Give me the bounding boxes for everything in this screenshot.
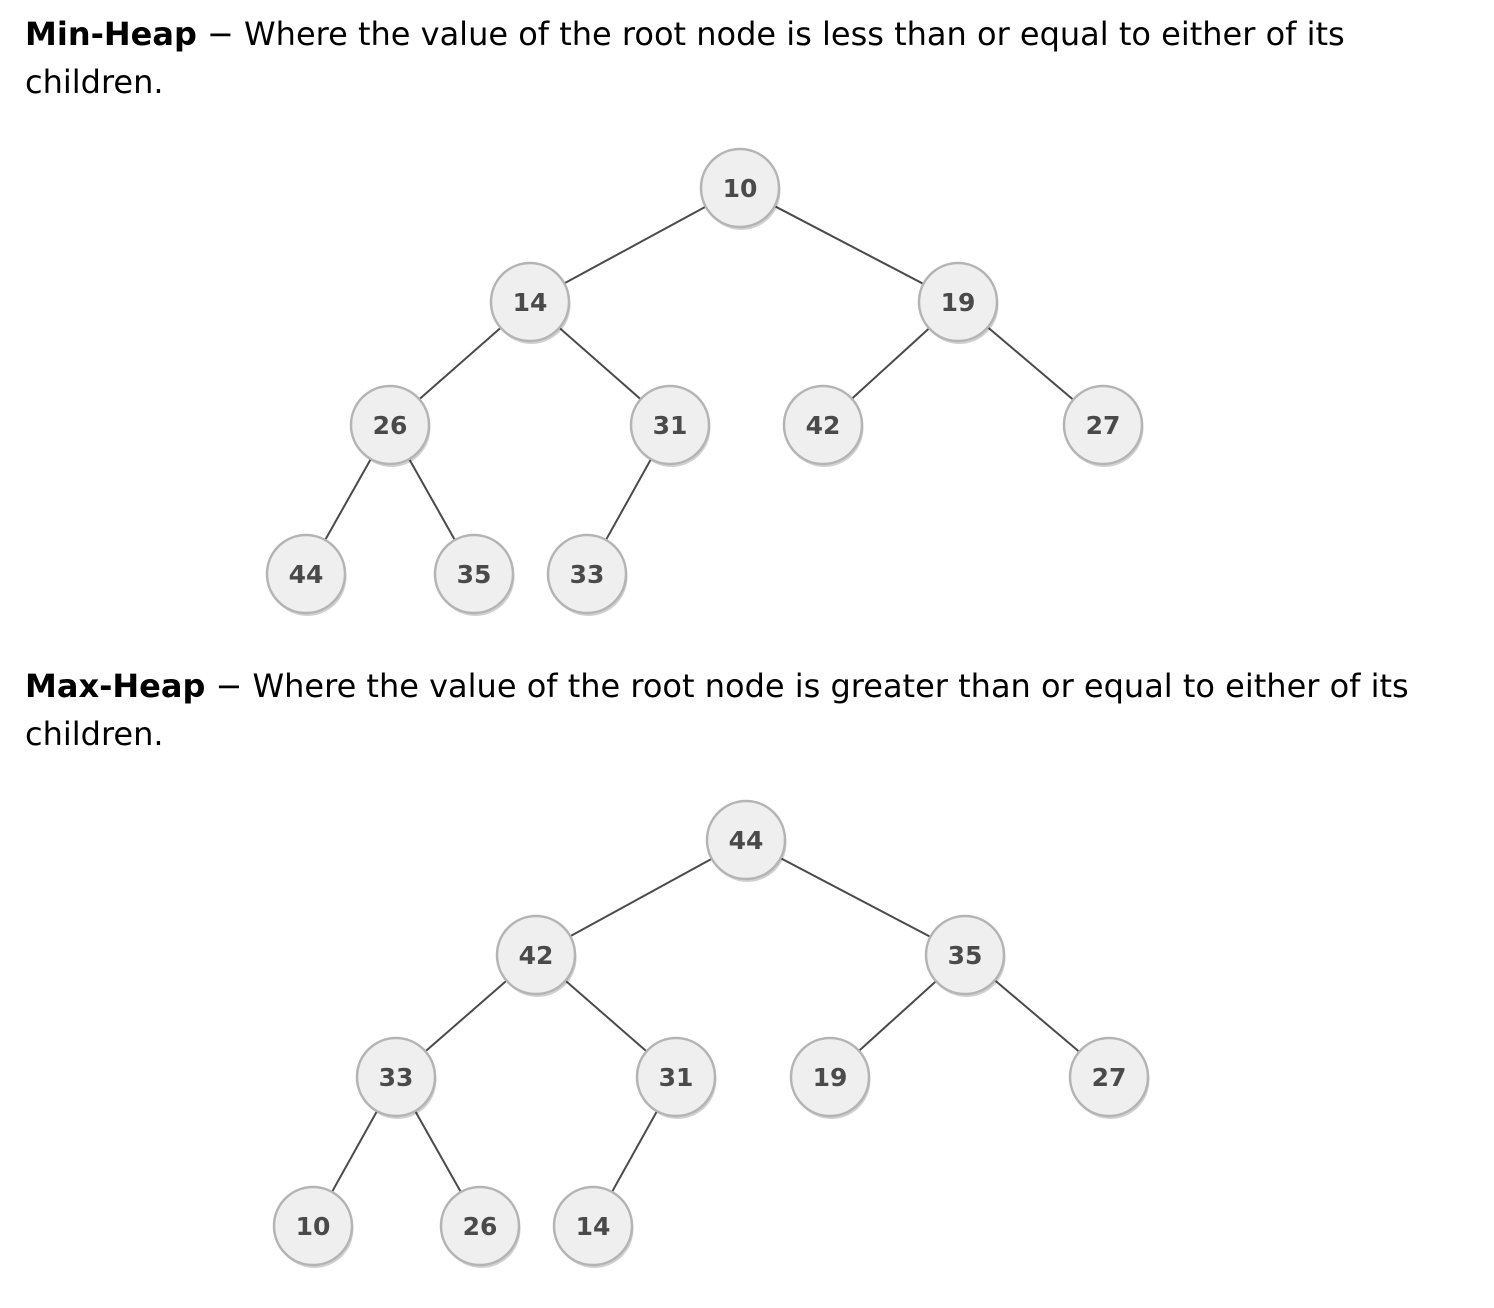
node-circle — [782, 384, 864, 466]
tree-edge — [424, 979, 508, 1053]
tree-edge — [324, 458, 372, 541]
node-label: 19 — [941, 288, 976, 317]
node-circle — [699, 147, 781, 229]
min-heap-dash: − — [196, 15, 245, 53]
tree-node: 33 — [546, 533, 628, 616]
tree-edge — [851, 327, 930, 400]
tree-edge — [563, 205, 707, 285]
tree-node: 27 — [1068, 1036, 1150, 1119]
tree-node: 42 — [495, 914, 577, 997]
max-heap-term: Max-Heap — [25, 667, 206, 705]
tree-edge — [564, 979, 648, 1053]
tree-node: 31 — [635, 1036, 717, 1119]
node-circle — [1068, 1036, 1150, 1118]
tree-edge — [558, 326, 642, 401]
tree-node: 14 — [489, 261, 571, 344]
max-heap-dash: − — [205, 667, 253, 705]
node-circle — [635, 1036, 717, 1118]
node-label: 42 — [806, 411, 841, 440]
node-circle — [789, 1036, 871, 1118]
node-circle — [489, 261, 571, 343]
node-circle — [546, 533, 628, 615]
tree-edge — [994, 979, 1080, 1053]
node-label: 42 — [519, 941, 554, 970]
node-label: 33 — [379, 1063, 414, 1092]
tree-node: 14 — [552, 1185, 634, 1268]
node-circle — [355, 1036, 437, 1118]
node-circle — [629, 384, 711, 466]
tree-node: 31 — [629, 384, 711, 467]
node-circle — [265, 533, 347, 615]
tree-node: 35 — [924, 914, 1006, 997]
node-label: 33 — [570, 560, 605, 589]
tree-node: 26 — [349, 384, 431, 467]
node-circle — [272, 1185, 354, 1267]
node-label: 14 — [513, 288, 548, 317]
node-label: 27 — [1092, 1063, 1127, 1092]
node-label: 26 — [373, 411, 408, 440]
tree-node: 44 — [705, 799, 787, 882]
node-label: 31 — [659, 1063, 694, 1092]
min-heap-description: Where the value of the root node is less… — [25, 15, 1345, 101]
node-circle — [439, 1185, 521, 1267]
min-heap-term: Min-Heap — [25, 15, 197, 53]
tree-edge — [858, 980, 937, 1052]
node-label: 19 — [813, 1063, 848, 1092]
max-heap-description: Where the value of the root node is grea… — [25, 667, 1409, 753]
tree-edge — [414, 1110, 462, 1193]
node-circle — [705, 799, 787, 881]
tree-node: 26 — [439, 1185, 521, 1268]
node-label: 10 — [723, 174, 758, 203]
tree-node: 42 — [782, 384, 864, 467]
node-label: 31 — [653, 411, 688, 440]
tree-edge — [987, 326, 1074, 401]
node-circle — [349, 384, 431, 466]
tree-edge — [408, 458, 456, 541]
node-label: 10 — [296, 1212, 331, 1241]
node-circle — [552, 1185, 634, 1267]
tree-node: 19 — [917, 261, 999, 344]
node-label: 35 — [457, 560, 492, 589]
node-circle — [917, 261, 999, 343]
node-circle — [1062, 384, 1144, 466]
tree-node: 19 — [789, 1036, 871, 1119]
node-label: 35 — [948, 941, 983, 970]
node-circle — [433, 533, 515, 615]
min-heap-definition: Min-Heap − Where the value of the root n… — [25, 10, 1465, 106]
tree-node: 10 — [272, 1185, 354, 1268]
node-circle — [924, 914, 1006, 996]
node-label: 27 — [1086, 411, 1121, 440]
tree-edge — [780, 857, 931, 938]
node-circle — [495, 914, 577, 996]
node-label: 14 — [576, 1212, 611, 1241]
tree-edge — [605, 458, 652, 541]
tree-edge — [569, 857, 713, 938]
tree-node: 10 — [699, 147, 781, 230]
tree-node: 44 — [265, 533, 347, 616]
min-heap-tree-diagram: 10 14 19 26 31 42 27 44 35 33 — [265, 147, 1144, 616]
node-label: 44 — [729, 826, 764, 855]
tree-edge — [774, 205, 924, 285]
tree-edge — [418, 326, 502, 401]
max-heap-tree-diagram: 44 42 35 33 31 19 27 10 26 14 — [272, 799, 1150, 1268]
tree-edge — [331, 1110, 378, 1193]
node-label: 44 — [289, 560, 324, 589]
max-heap-definition: Max-Heap − Where the value of the root n… — [25, 662, 1465, 758]
tree-edge — [611, 1110, 658, 1193]
tree-node: 27 — [1062, 384, 1144, 467]
node-label: 26 — [463, 1212, 498, 1241]
tree-node: 33 — [355, 1036, 437, 1119]
tree-node: 35 — [433, 533, 515, 616]
